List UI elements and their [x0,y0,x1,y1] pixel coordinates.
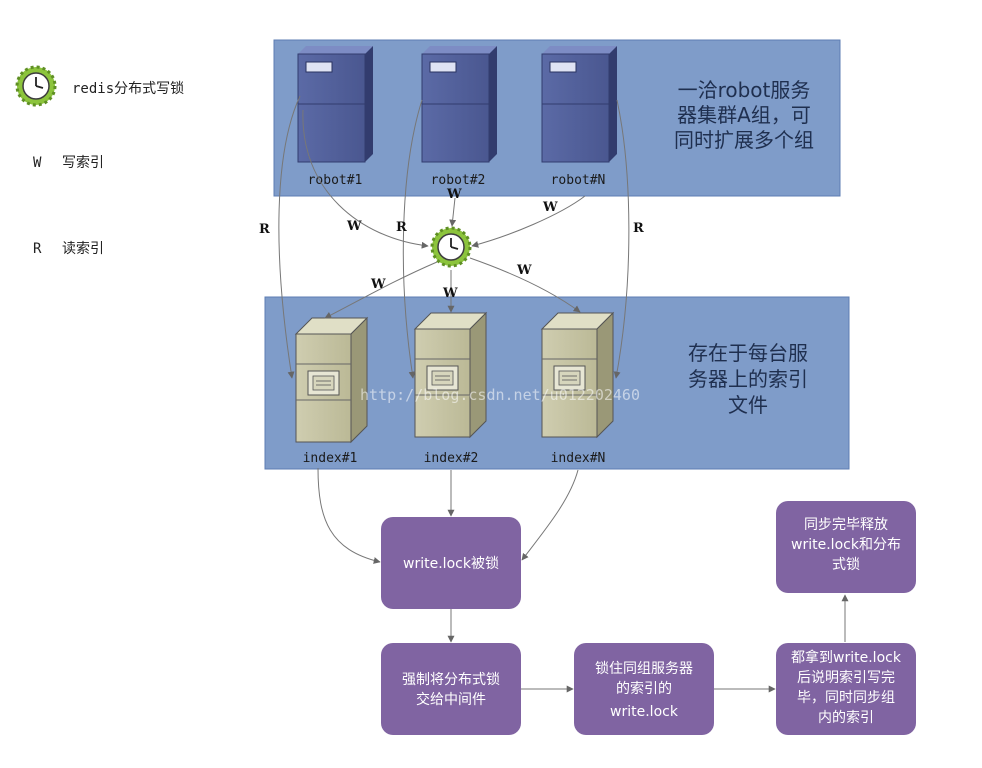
edge-label-w-4: W [370,277,386,292]
edge-lock-indexn [469,257,581,313]
index-group-note-line-3: 文件 [728,393,768,417]
index-group-note-line-2: 务器上的索引 [688,367,808,391]
lock-edges [317,467,849,693]
all-line-2: 后说明索引写完 [797,669,895,686]
legend-read-label: 读索引 [62,240,104,257]
write-edges [302,109,586,319]
lock-icon [15,65,57,107]
edge-robot2-lock [449,197,457,227]
flow-box-force: 强制将分布式锁 交给中间件 [381,643,521,735]
release-line-3: 式锁 [832,557,860,573]
watermark: http://blog.csdn.net/u012202460 [360,386,640,404]
edge-label-r-2: R [396,220,407,235]
robot-label-2: robot#2 [431,173,486,188]
robot-server-n [541,45,618,163]
legend-read-symbol: R [33,241,42,257]
edge-robotn-indexn [613,99,630,379]
robot-label-1: robot#1 [308,173,363,188]
index-label-2: index#2 [424,451,479,466]
edge-label-r-3: R [633,221,644,236]
flow-box-lock-group: 锁住同组服务器 的索引的 write.lock [574,643,714,735]
robot-server-2 [421,45,498,163]
index-group-note-line-1: 存在于每台服 [688,341,808,365]
edge-robot1-index1 [278,95,301,379]
legend-write-label: 写索引 [62,154,104,171]
index-group: index#1 index#2 index#N 存在于每台服 务器上的索引 文件… [264,296,850,470]
edge-robot2-index2 [402,99,423,379]
all-line-3: 毕，同时同步组 [797,690,895,706]
release-line-2: write.lock和分布 [791,537,901,553]
lockgroup-line-1: 锁住同组服务器 [595,661,693,677]
legend-lock-label: redis分布式写锁 [72,81,184,97]
edge-labels: W W W W W W R R R [259,187,644,301]
index-server-1 [295,317,368,443]
robot-server-1 [297,45,374,163]
locked-line-1: write.lock被锁 [403,556,499,572]
robot-group-note-line-1: 一洽robot服务 [678,78,811,102]
edge-label-w-1: W [346,219,362,234]
all-line-1: 都拿到write.lock [791,649,902,666]
index-server-2 [414,312,487,438]
distributed-lock-icon [430,226,472,268]
edge-robotn-lock [471,195,586,248]
flow-box-release: 同步完毕释放 write.lock和分布 式锁 [776,501,916,593]
force-line-2: 交给中间件 [416,691,486,708]
read-edges [278,95,630,379]
legend: redis分布式写锁 W 写索引 R 读索引 [15,65,184,257]
release-line-1: 同步完毕释放 [804,517,888,533]
index-server-n [541,312,614,438]
edge-label-w-3: W [542,200,558,215]
edge-indexn-locked [521,469,579,561]
edge-lock-index1 [324,261,438,319]
all-line-4: 内的索引 [818,709,874,726]
index-label-n: index#N [551,451,606,466]
edge-label-w-2: W [446,187,462,202]
edge-label-w-5: W [442,286,458,301]
robot-group-note-line-3: 同时扩展多个组 [674,128,814,152]
lockgroup-line-2: 的索引的 [616,680,672,697]
flow-box-locked: write.lock被锁 [381,517,521,609]
edge-label-w-6: W [516,263,532,278]
legend-write-symbol: W [33,155,42,171]
edge-index1-locked [317,467,381,564]
lockgroup-line-3: write.lock [610,704,679,720]
robot-group: robot#1 robot#2 robot#N 一洽robot服务 器集群A组，… [273,39,841,197]
flow-box-all-locked: 都拿到write.lock 后说明索引写完 毕，同时同步组 内的索引 [776,643,916,735]
force-line-1: 强制将分布式锁 [402,672,500,688]
index-label-1: index#1 [303,451,358,466]
edge-label-r-1: R [259,222,270,237]
robot-label-n: robot#N [551,173,606,188]
robot-group-note-line-2: 器集群A组，可 [677,103,811,127]
